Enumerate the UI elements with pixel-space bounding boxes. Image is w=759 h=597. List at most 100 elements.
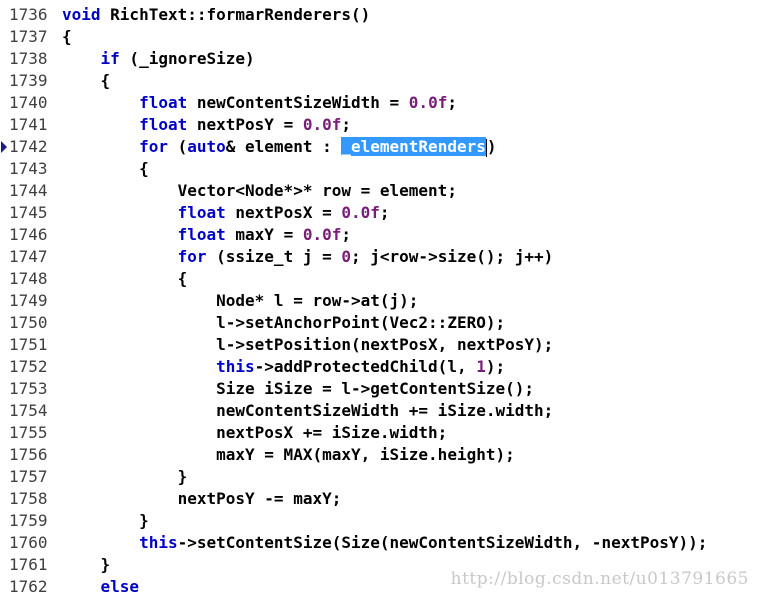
indent bbox=[62, 225, 178, 244]
line-number: 1762 bbox=[9, 577, 48, 596]
indent bbox=[62, 555, 101, 574]
code-text[interactable]: float nextPosY = 0.0f; bbox=[62, 114, 351, 136]
code-text[interactable]: } bbox=[62, 554, 111, 576]
code-token: (ssize_t j = bbox=[206, 247, 342, 266]
indent bbox=[62, 49, 101, 68]
watermark: http://blog.csdn.net/u013791665 bbox=[450, 569, 749, 589]
line-number: 1743 bbox=[9, 159, 48, 178]
indent bbox=[62, 247, 178, 266]
code-token: { bbox=[139, 159, 149, 178]
code-token: maxY = MAX(maxY, iSize.height); bbox=[216, 445, 515, 464]
code-token: ->addProtectedChild(l, bbox=[254, 357, 477, 376]
indent bbox=[62, 115, 139, 134]
code-text[interactable]: { bbox=[62, 268, 188, 290]
code-token: ; bbox=[447, 93, 457, 112]
code-text[interactable]: float nextPosX = 0.0f; bbox=[62, 202, 390, 224]
code-token: newContentSizeWidth += iSize.width; bbox=[216, 401, 554, 420]
code-text[interactable]: for (ssize_t j = 0; j<row->size(); j++) bbox=[62, 246, 554, 268]
code-text[interactable]: } bbox=[62, 466, 188, 488]
line-number: 1740 bbox=[9, 93, 48, 112]
indent bbox=[62, 159, 139, 178]
code-text[interactable]: float maxY = 0.0f; bbox=[62, 224, 351, 246]
line-number: 1747 bbox=[9, 247, 48, 266]
indent bbox=[62, 401, 216, 420]
indent bbox=[62, 467, 178, 486]
code-token: ; bbox=[379, 203, 390, 222]
code-text[interactable]: newContentSizeWidth += iSize.width; bbox=[62, 400, 553, 422]
code-text[interactable]: l->setAnchorPoint(Vec2::ZERO); bbox=[62, 312, 505, 334]
indent bbox=[62, 379, 216, 398]
code-text[interactable]: Vector<Node*>* row = element; bbox=[62, 180, 457, 202]
line-number: 1745 bbox=[9, 203, 48, 222]
code-token: ); bbox=[485, 357, 506, 376]
line-number: 1739 bbox=[9, 71, 48, 90]
code-token: { bbox=[177, 269, 188, 288]
line-number: 1751 bbox=[9, 335, 48, 354]
code-token: nextPosX += iSize.width; bbox=[216, 423, 448, 442]
code-token: (_ignoreSize) bbox=[119, 49, 255, 68]
code-token: ->setContentSize(Size(newContentSizeWidt… bbox=[177, 533, 708, 552]
code-token: RichText::formarRenderers() bbox=[100, 5, 371, 24]
indent bbox=[62, 489, 178, 508]
keyword-token: this bbox=[139, 533, 178, 552]
code-text[interactable]: this->setContentSize(Size(newContentSize… bbox=[62, 532, 707, 554]
code-token: nextPosY -= maxY; bbox=[177, 489, 342, 508]
code-text[interactable]: Size iSize = l->getContentSize(); bbox=[62, 378, 534, 400]
current-line-marker-icon bbox=[1, 141, 7, 153]
line-number: 1750 bbox=[9, 313, 48, 332]
line-number: 1759 bbox=[9, 511, 48, 530]
line-number: 1760 bbox=[9, 533, 48, 552]
code-token: } bbox=[139, 511, 149, 530]
line-number: 1749 bbox=[9, 291, 48, 310]
code-token: newContentSizeWidth = bbox=[187, 93, 409, 112]
line-number: 1756 bbox=[9, 445, 48, 464]
keyword-token: if bbox=[100, 49, 120, 68]
indent bbox=[62, 137, 139, 156]
code-token: ) bbox=[486, 137, 497, 156]
line-number: 1757 bbox=[9, 467, 48, 486]
keyword-token: else bbox=[100, 577, 140, 596]
line-number: 1752 bbox=[9, 357, 48, 376]
indent bbox=[62, 445, 216, 464]
code-token: maxY = bbox=[225, 225, 303, 244]
line-number: 1748 bbox=[9, 269, 48, 288]
line-number: 1754 bbox=[9, 401, 48, 420]
code-text[interactable]: { bbox=[62, 158, 149, 180]
code-text[interactable]: nextPosY -= maxY; bbox=[62, 488, 342, 510]
keyword-token: this bbox=[216, 357, 255, 376]
keyword-token: for bbox=[139, 137, 168, 156]
code-token: l->setAnchorPoint(Vec2::ZERO); bbox=[216, 313, 506, 332]
code-token: } bbox=[100, 555, 111, 574]
line-number: 1746 bbox=[9, 225, 48, 244]
line-number: 1744 bbox=[9, 181, 48, 200]
indent bbox=[62, 357, 216, 376]
code-text[interactable]: if (_ignoreSize) bbox=[62, 48, 255, 70]
keyword-token: void bbox=[62, 5, 101, 24]
code-text[interactable]: l->setPosition(nextPosX, nextPosY); bbox=[62, 334, 553, 356]
indent bbox=[62, 181, 178, 200]
code-text[interactable]: for (auto& element : _elementRenders) bbox=[62, 136, 497, 158]
line-number: 1755 bbox=[9, 423, 48, 442]
code-text[interactable]: { bbox=[62, 70, 111, 92]
code-text[interactable]: nextPosX += iSize.width; bbox=[62, 422, 447, 444]
code-text[interactable]: else bbox=[62, 576, 140, 597]
keyword-token: float bbox=[139, 115, 188, 134]
code-text[interactable]: { bbox=[62, 26, 72, 48]
indent bbox=[62, 533, 139, 552]
keyword-token: for bbox=[177, 247, 207, 266]
code-text[interactable]: float newContentSizeWidth = 0.0f; bbox=[62, 92, 457, 114]
number-token: 0.0f bbox=[302, 115, 342, 134]
code-text[interactable]: this->addProtectedChild(l, 1); bbox=[62, 356, 505, 378]
selected-text: _elementRenders bbox=[341, 137, 486, 156]
code-text[interactable]: void RichText::formarRenderers() bbox=[62, 4, 370, 26]
code-token: { bbox=[62, 27, 72, 46]
code-text[interactable]: } bbox=[62, 510, 149, 532]
number-token: 0.0f bbox=[341, 203, 380, 222]
code-text[interactable]: maxY = MAX(maxY, iSize.height); bbox=[62, 444, 515, 466]
code-token: } bbox=[177, 467, 188, 486]
code-token: ( bbox=[167, 137, 188, 156]
line-number: 1737 bbox=[9, 27, 48, 46]
code-token: ; bbox=[341, 115, 351, 134]
code-text[interactable]: Node* l = row->at(j); bbox=[62, 290, 418, 312]
